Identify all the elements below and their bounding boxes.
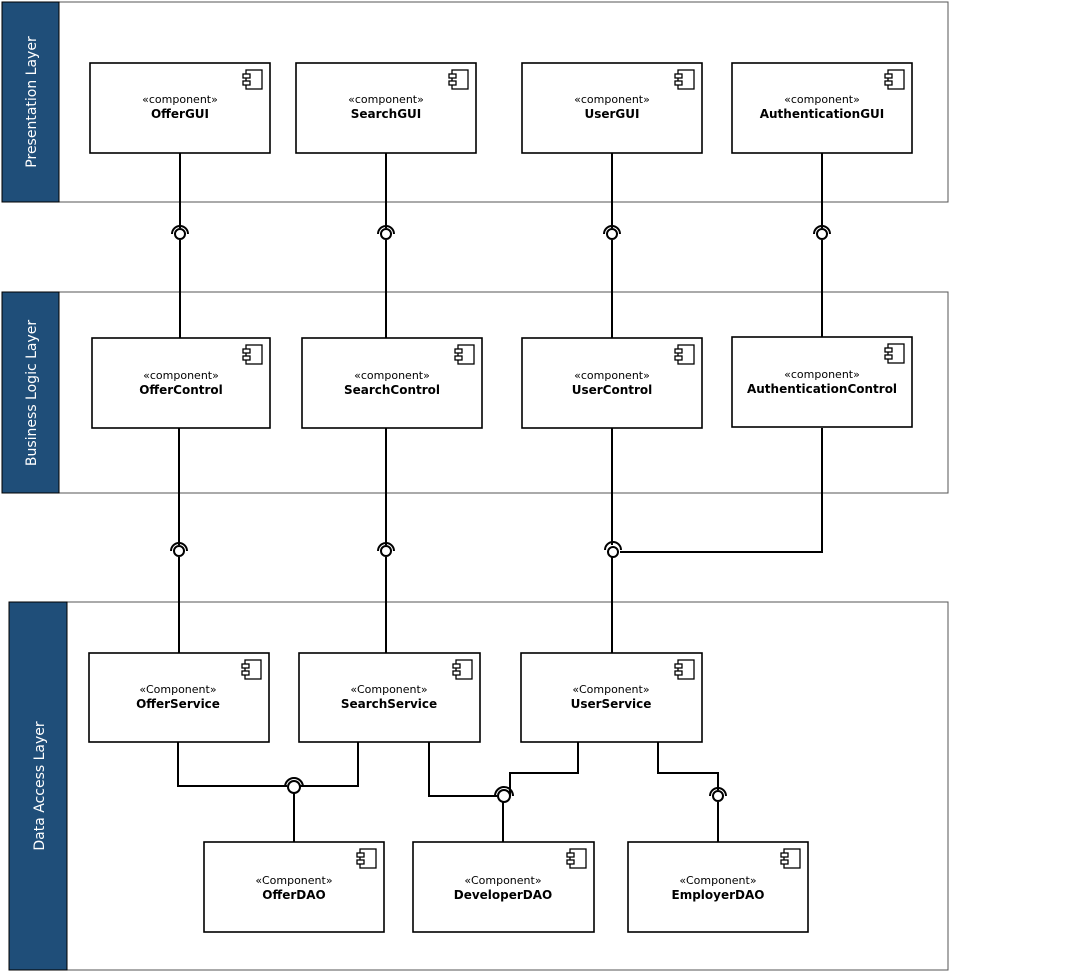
required-interface-socket (709, 787, 727, 797)
component-icon (674, 344, 695, 365)
component-name: UserControl (572, 383, 653, 397)
component-name: OfferDAO (262, 888, 325, 902)
connector-wire (620, 428, 823, 553)
required-interface-socket (171, 225, 189, 235)
component-name: UserGUI (584, 107, 639, 121)
component-stereotype: «Component» (679, 874, 756, 887)
component-search-gui[interactable]: «component» SearchGUI (295, 62, 477, 154)
required-interface-socket (603, 225, 621, 235)
component-offer-control[interactable]: «component» OfferControl (91, 337, 271, 429)
component-stereotype: «Component» (255, 874, 332, 887)
component-stereotype: «Component» (350, 683, 427, 696)
component-icon (566, 848, 587, 869)
connector-wire (428, 742, 579, 842)
required-interface-socket (813, 225, 831, 235)
component-name: OfferControl (139, 383, 223, 397)
component-name: OfferGUI (151, 107, 209, 121)
component-stereotype: «component» (143, 369, 219, 382)
component-user-gui[interactable]: «component» UserGUI (521, 62, 703, 154)
provided-interface-ball (497, 789, 511, 803)
component-name: DeveloperDAO (454, 888, 553, 902)
component-search-control[interactable]: «component» SearchControl (301, 337, 483, 429)
component-icon (674, 659, 695, 680)
layer-lane (8, 601, 68, 971)
component-search-service[interactable]: «Component» SearchService (298, 652, 481, 743)
required-interface-socket (494, 786, 514, 797)
provided-interface-ball (712, 790, 724, 802)
required-interface-socket (284, 777, 304, 788)
component-name: SearchGUI (351, 107, 422, 121)
component-icon (884, 343, 905, 364)
component-icon (356, 848, 377, 869)
component-icon (884, 69, 905, 90)
component-icon (448, 69, 469, 90)
required-interface-socket (170, 542, 188, 552)
component-name: UserService (571, 697, 652, 711)
connector-wire (177, 742, 359, 842)
component-auth-gui[interactable]: «component» AuthenticationGUI (731, 62, 913, 154)
component-developer-dao[interactable]: «Component» DeveloperDAO (412, 841, 595, 933)
connector-wires (170, 153, 831, 842)
component-stereotype: «component» (142, 93, 218, 106)
component-icon (674, 69, 695, 90)
component-stereotype: «component» (784, 93, 860, 106)
component-stereotype: «Component» (572, 683, 649, 696)
component-stereotype: «component» (784, 368, 860, 381)
connector-wire (657, 742, 719, 842)
provided-interface-ball (606, 228, 618, 240)
component-name: SearchService (341, 697, 437, 711)
component-offer-dao[interactable]: «Component» OfferDAO (203, 841, 385, 933)
component-employer-dao[interactable]: «Component» EmployerDAO (627, 841, 809, 933)
provided-interface-ball (380, 228, 392, 240)
provided-interface-ball (173, 545, 185, 557)
component-icon (780, 848, 801, 869)
layer-label: Presentation Layer (24, 36, 40, 168)
required-interface-socket (377, 225, 395, 235)
component-name: AuthenticationControl (747, 382, 897, 396)
provided-interface-ball (816, 228, 828, 240)
component-name: SearchControl (344, 383, 440, 397)
component-stereotype: «component» (348, 93, 424, 106)
component-name: OfferService (136, 697, 220, 711)
component-stereotype: «Component» (139, 683, 216, 696)
component-user-control[interactable]: «component» UserControl (521, 337, 703, 429)
component-stereotype: «component» (354, 369, 430, 382)
component-stereotype: «Component» (464, 874, 541, 887)
component-offer-service[interactable]: «Component» OfferService (88, 652, 270, 743)
component-offer-gui[interactable]: «component» OfferGUI (89, 62, 271, 154)
component-stereotype: «component» (574, 369, 650, 382)
component-user-service[interactable]: «Component» UserService (520, 652, 703, 743)
component-stereotype: «component» (574, 93, 650, 106)
required-interface-socket (604, 541, 622, 551)
component-icon (242, 344, 263, 365)
layer-lane (1, 291, 60, 494)
component-icon (242, 69, 263, 90)
components: «component» OfferGUI «component» SearchG… (88, 62, 913, 933)
layer-lane (1, 1, 60, 203)
component-name: EmployerDAO (672, 888, 765, 902)
provided-interface-ball (380, 545, 392, 557)
provided-interface-ball (287, 780, 301, 794)
required-interface-socket (377, 542, 395, 552)
component-icon (452, 659, 473, 680)
component-icon (454, 344, 475, 365)
provided-interface-ball (174, 228, 186, 240)
component-auth-control[interactable]: «component» AuthenticationControl (731, 336, 913, 428)
component-name: AuthenticationGUI (760, 107, 885, 121)
layer-label: Data Access Layer (32, 721, 48, 851)
layer-label: Business Logic Layer (24, 320, 40, 467)
component-icon (241, 659, 262, 680)
provided-interface-ball (607, 546, 619, 558)
